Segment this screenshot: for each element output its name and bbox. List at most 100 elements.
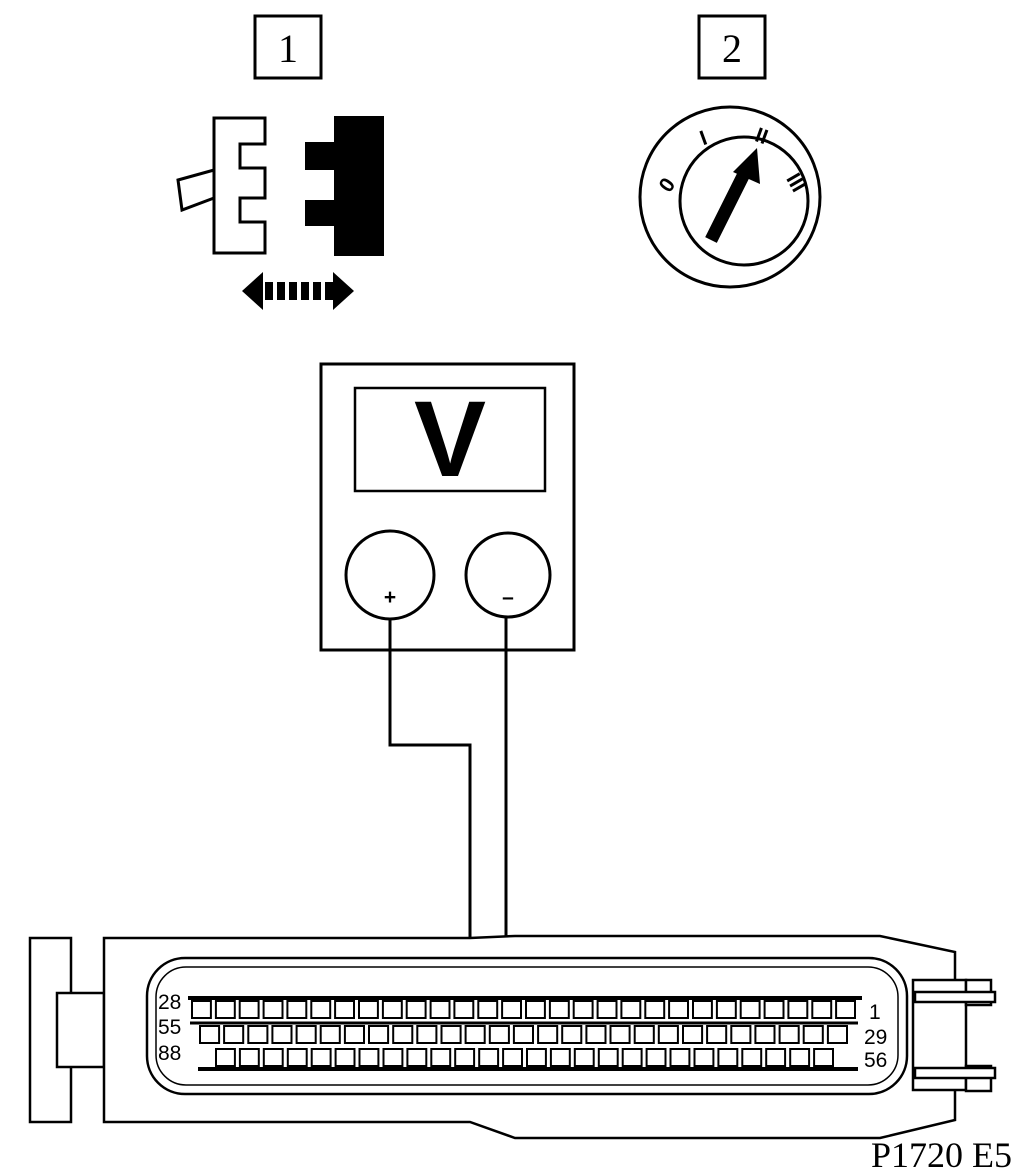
voltmeter-v-label: V: [414, 378, 486, 499]
connector-pin: [596, 1000, 618, 1019]
pin-label-28: 28: [158, 991, 181, 1014]
pin-label-29: 29: [864, 1026, 887, 1049]
connector-pin: [692, 1000, 713, 1019]
connector-pin: [286, 1000, 308, 1019]
connector-pin: [358, 1048, 380, 1067]
connector-pin: [247, 1025, 269, 1044]
connector-pin: [730, 1025, 752, 1044]
connector-pin: [597, 1048, 619, 1067]
connector-pin: [477, 1000, 499, 1019]
connector-pin: [813, 1048, 834, 1067]
pin-label-88: 88: [158, 1042, 181, 1065]
connector-pin: [392, 1025, 414, 1044]
connector-pin: [644, 1000, 666, 1019]
connector-pin: [669, 1048, 691, 1067]
connector-pin: [429, 1000, 451, 1019]
connector-pin: [706, 1025, 728, 1044]
connector-pin: [741, 1048, 763, 1067]
connector-pin: [502, 1048, 524, 1067]
connector-pin: [682, 1025, 704, 1044]
connector-pin: [310, 1048, 332, 1067]
connector-pin: [488, 1025, 510, 1044]
positive-lead: [388, 619, 472, 1000]
positive-terminal-label: +: [384, 586, 396, 609]
connector-pin: [501, 1000, 523, 1019]
connector-pin: [214, 1000, 236, 1019]
step-1-group: 1: [176, 14, 384, 310]
connector-pin: [572, 1000, 594, 1019]
connector-pin: [561, 1025, 583, 1044]
connector-pin: [620, 1000, 642, 1019]
figure-reference: P1720 E5: [871, 1135, 1012, 1175]
connector-pin: [537, 1025, 559, 1044]
connector-pin: [693, 1048, 715, 1067]
connector-pin: [826, 1025, 849, 1044]
ignition-switch-icon: 0 I II III: [638, 105, 822, 289]
connector-pin: [286, 1048, 308, 1067]
connector-pin: [668, 1000, 689, 1019]
connector-pin: [715, 1000, 737, 1019]
connector-pin: [717, 1048, 739, 1067]
connector-pin: [319, 1025, 341, 1044]
connector-pin: [358, 1000, 379, 1019]
connector-pin: [430, 1048, 452, 1067]
ignition-key-arrow: [705, 169, 751, 243]
connector-pin: [765, 1048, 787, 1067]
negative-terminal: [464, 531, 552, 619]
connector-pin: [406, 1048, 428, 1067]
connector-pin: [787, 1000, 809, 1019]
voltmeter: V + –: [319, 362, 576, 652]
connector-pin: [295, 1025, 317, 1044]
connector-pin: [191, 1000, 212, 1019]
step-1-label: 1: [278, 26, 298, 71]
pin-label-56: 56: [864, 1049, 887, 1072]
connector-pin: [548, 1000, 570, 1019]
connector-pin: [585, 1025, 607, 1044]
pin-label-55: 55: [158, 1016, 181, 1039]
connector-pin: [609, 1025, 631, 1044]
connector-pin: [238, 1000, 260, 1019]
connector-pin: [739, 1000, 761, 1019]
connector-pin: [310, 1000, 332, 1019]
connector-pin: [199, 1025, 221, 1044]
ecu-connector: 28 55 88 1 29 56: [28, 934, 997, 1140]
connector-pin: [478, 1048, 500, 1067]
connector-pin: [382, 1048, 404, 1067]
connector-pin: [454, 1048, 476, 1067]
connector-pin: [789, 1048, 811, 1067]
connector-pin: [440, 1025, 462, 1044]
pin-grid: [191, 1000, 856, 1067]
connector-pin: [573, 1048, 595, 1067]
step-2-box: [697, 14, 767, 80]
connector-pin: [763, 1000, 785, 1019]
connector-pin: [811, 1000, 833, 1019]
connector-pin: [526, 1048, 547, 1067]
connector-pin: [464, 1025, 486, 1044]
connector-pin: [633, 1025, 655, 1044]
connector-pin: [835, 1000, 856, 1019]
connector-pin: [416, 1025, 438, 1044]
connector-pin: [343, 1025, 365, 1044]
connector-pin: [453, 1000, 475, 1019]
connector-pin: [512, 1025, 535, 1044]
connector-pin: [657, 1025, 679, 1044]
connector-pin: [334, 1048, 356, 1067]
connector-pin: [215, 1048, 236, 1067]
connector-pin: [262, 1000, 284, 1019]
connector-pin: [754, 1025, 776, 1044]
step-2-label: 2: [722, 26, 742, 71]
connector-pin: [621, 1048, 643, 1067]
step-1-box: [253, 14, 323, 80]
connector-pin: [262, 1048, 284, 1067]
connector-pin: [223, 1025, 245, 1044]
connector-disconnect-icon: [176, 116, 384, 310]
connector-pin: [271, 1025, 293, 1044]
voltmeter-display: [353, 386, 547, 493]
connector-pin: [405, 1000, 427, 1019]
step-2-group: 2 0 I II III: [638, 14, 822, 289]
connector-pin: [549, 1048, 571, 1067]
connector-pin: [238, 1048, 260, 1067]
pin-label-1: 1: [869, 1001, 881, 1024]
connector-pin: [368, 1025, 390, 1044]
connector-pin: [778, 1025, 800, 1044]
